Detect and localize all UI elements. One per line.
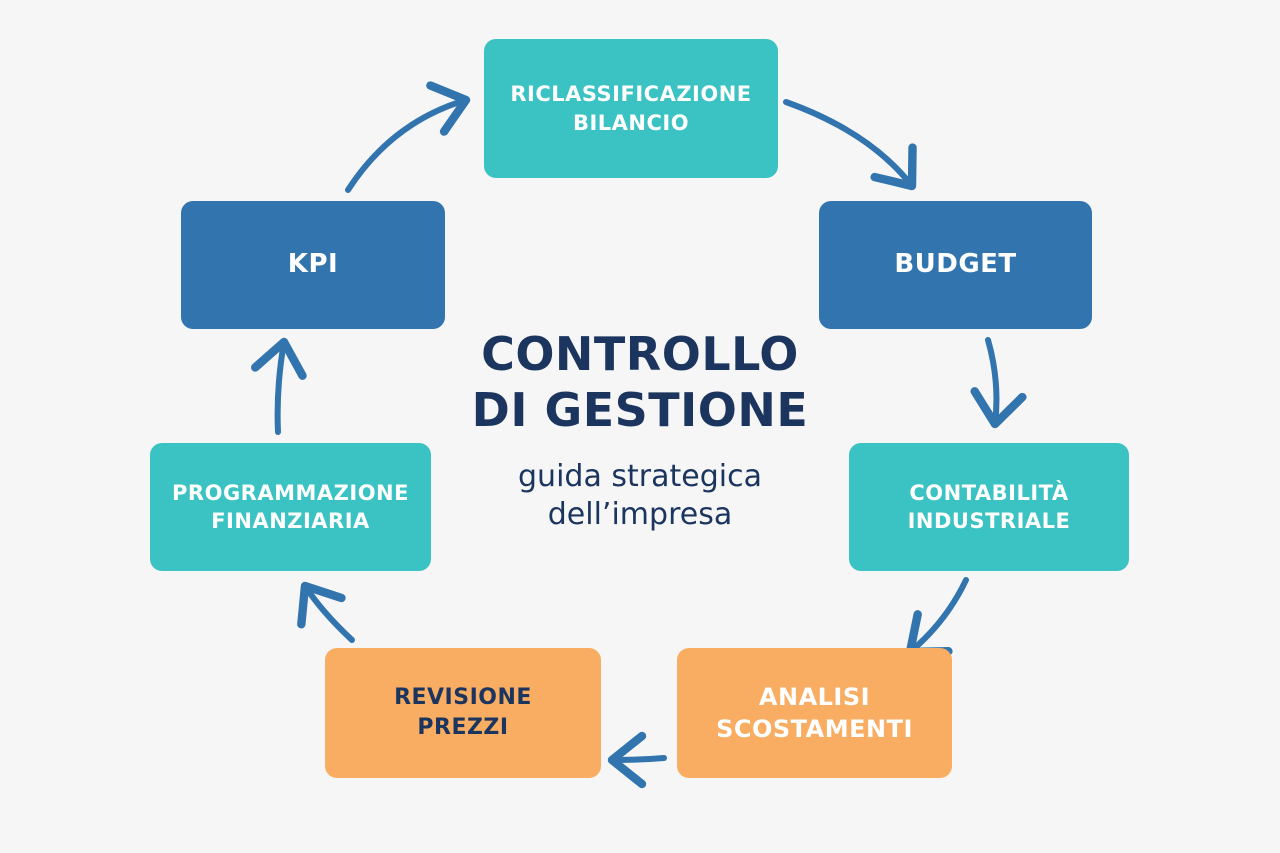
arrow-programmazione-to-kpi xyxy=(251,337,307,435)
arrow-riclassificazione-to-budget xyxy=(783,99,917,191)
arrow-budget-to-contabilita xyxy=(970,337,1027,429)
arrow-analisi-to-revisione xyxy=(607,731,667,789)
arrow-kpi-to-riclassificazione xyxy=(345,81,471,193)
node-kpi: KPI xyxy=(181,201,445,329)
node-label: PROGRAMMAZIONE FINANZIARIA xyxy=(172,480,409,533)
node-label: KPI xyxy=(287,249,339,280)
node-label: ANALISI SCOSTAMENTI xyxy=(716,682,913,743)
center-subtitle: guida strategica dell’impresa xyxy=(518,459,762,532)
node-programmazione-finanziaria: PROGRAMMAZIONE FINANZIARIA xyxy=(150,443,431,571)
node-label: CONTABILITÀ INDUSTRIALE xyxy=(907,480,1071,533)
center-title: CONTROLLO DI GESTIONE xyxy=(471,327,809,437)
node-budget: BUDGET xyxy=(819,201,1092,329)
node-label: RICLASSIFICAZIONE BILANCIO xyxy=(510,82,752,135)
arrow-contabilita-to-analisi xyxy=(905,577,969,657)
node-analisi-scostamenti: ANALISI SCOSTAMENTI xyxy=(677,648,952,778)
node-label: REVISIONE PREZZI xyxy=(394,685,532,740)
arrow-revisione-to-programmazione xyxy=(297,581,355,643)
node-riclassificazione-bilancio: RICLASSIFICAZIONE BILANCIO xyxy=(484,39,778,178)
node-contabilita-industriale: CONTABILITÀ INDUSTRIALE xyxy=(849,443,1129,571)
node-revisione-prezzi: REVISIONE PREZZI xyxy=(325,648,601,778)
node-label: BUDGET xyxy=(894,249,1017,280)
